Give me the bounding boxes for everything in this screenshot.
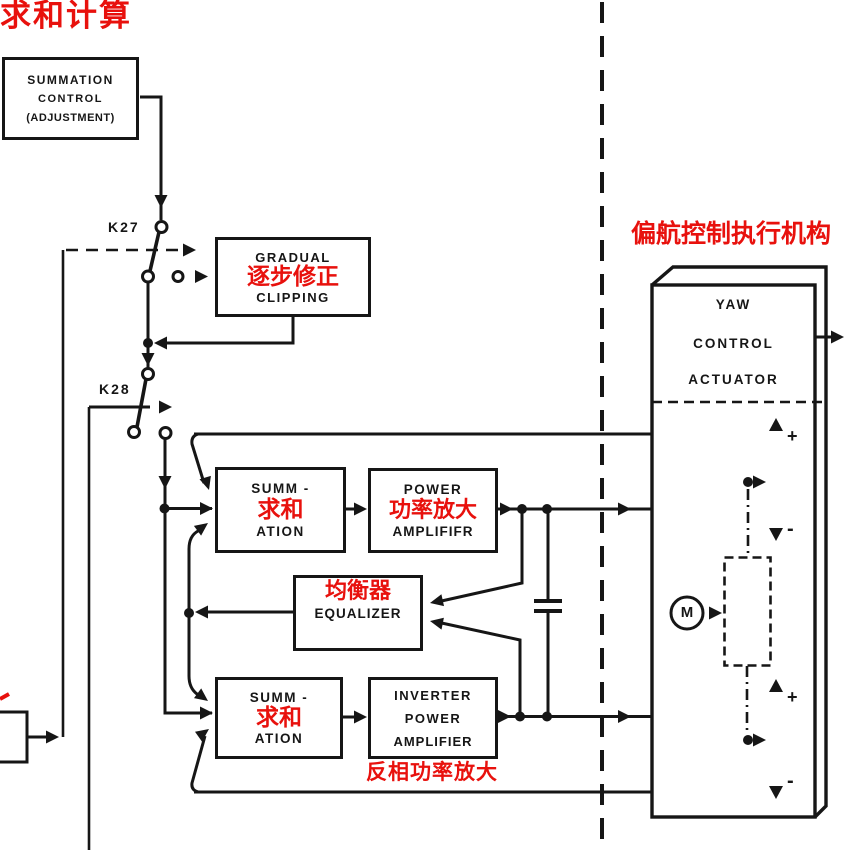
- left-edge-box: [0, 710, 29, 764]
- summation-control-block: SUMMATION CONTROL (ADJUSTMENT): [2, 57, 139, 140]
- wire-tap-to-equalizer-bottom: [436, 620, 522, 713]
- annotation-summation-upper: 求和: [257, 496, 304, 523]
- summation-lower-line1: SUMM -: [249, 690, 309, 705]
- pot-bottom-plus-label: +: [787, 687, 800, 707]
- yaw-actuator-line2: CONTROL: [693, 336, 774, 351]
- wire-tap-to-equalizer-top: [436, 512, 524, 604]
- gradual-clipping-line2: CLIPPING: [256, 289, 330, 305]
- equalizer-block: 均衡器 EQUALIZER: [293, 575, 423, 651]
- k27-switch: [141, 220, 185, 284]
- summation-upper-line1: SUMM -: [251, 480, 310, 496]
- wire-main-feed: [163, 439, 212, 715]
- inverter-amplifier-block: INVERTER POWER AMPLIFIER: [368, 677, 498, 759]
- inverter-line2: POWER: [404, 710, 462, 726]
- summation-control-line3: (ADJUSTMENT): [26, 111, 115, 124]
- pot-top-plus-label: +: [787, 426, 800, 446]
- annotation-power-amplifier: 功率放大: [388, 497, 477, 523]
- summation-control-line1: SUMMATION: [27, 72, 114, 87]
- arrowheads: [46, 195, 844, 799]
- power-amplifier-block: POWER 功率放大 AMPLIFIFR: [368, 468, 498, 553]
- capacitor-icon: [534, 599, 562, 613]
- yaw-actuator-box-3d: [650, 265, 828, 819]
- motor-icon: [669, 595, 705, 631]
- summation-lower-line2: ATION: [254, 731, 304, 746]
- gradual-clipping-line1: GRADUAL: [255, 249, 331, 265]
- wire-clipping-return: [166, 316, 295, 345]
- summation-upper-block: SUMM - 求和 ATION: [215, 467, 346, 553]
- pot-top-minus-label: -: [787, 518, 796, 540]
- relay-label-k28: K28: [99, 381, 131, 397]
- yaw-actuator-line1: YAW: [715, 297, 752, 312]
- gradual-clipping-block: GRADUAL 逐步修正 CLIPPING: [215, 237, 371, 317]
- summation-control-line2: CONTROL: [38, 92, 103, 105]
- summation-upper-line2: ATION: [256, 523, 305, 539]
- annotation-inverter-amplifier: 反相功率放大: [366, 760, 498, 784]
- wire-summation-to-k27: [140, 95, 163, 220]
- annotation-summation-lower: 求和: [256, 705, 302, 731]
- annotation-summation-title: 求和计算: [0, 0, 132, 34]
- summation-lower-block: SUMM - 求和 ATION: [215, 677, 343, 759]
- mechanical-linkage: [723, 556, 772, 667]
- red-annotation-fragment: [0, 692, 10, 701]
- annotation-gradual-clipping: 逐步修正: [247, 263, 339, 290]
- wire-equalizer-to-lower-summ: [187, 613, 201, 698]
- k28-switch-blade: [135, 378, 148, 428]
- relay-label-k27: K27: [108, 219, 140, 235]
- k27-switch-blade: [148, 231, 161, 272]
- power-amplifier-line1: POWER: [403, 481, 463, 497]
- wire-bottom-feedback-rise: [190, 735, 207, 794]
- equalizer-line1: EQUALIZER: [314, 606, 402, 621]
- annotation-equalizer: 均衡器: [324, 579, 391, 604]
- junction-dots: [143, 338, 753, 745]
- annotation-yaw-actuator-title: 偏航控制执行机构: [631, 219, 832, 248]
- yaw-actuator-line3: ACTUATOR: [688, 372, 779, 387]
- inverter-line3: AMPLIFIER: [393, 733, 473, 749]
- power-amplifier-line2: AMPLIFIFR: [392, 523, 474, 539]
- k28-switch: [127, 367, 173, 440]
- motor-label: M: [680, 604, 694, 621]
- inverter-line1: INVERTER: [394, 687, 472, 703]
- pot-bottom-minus-label: -: [787, 770, 796, 792]
- wire-equalizer-to-upper-summ: [187, 527, 202, 613]
- wire-top-feedback-drop: [190, 432, 206, 484]
